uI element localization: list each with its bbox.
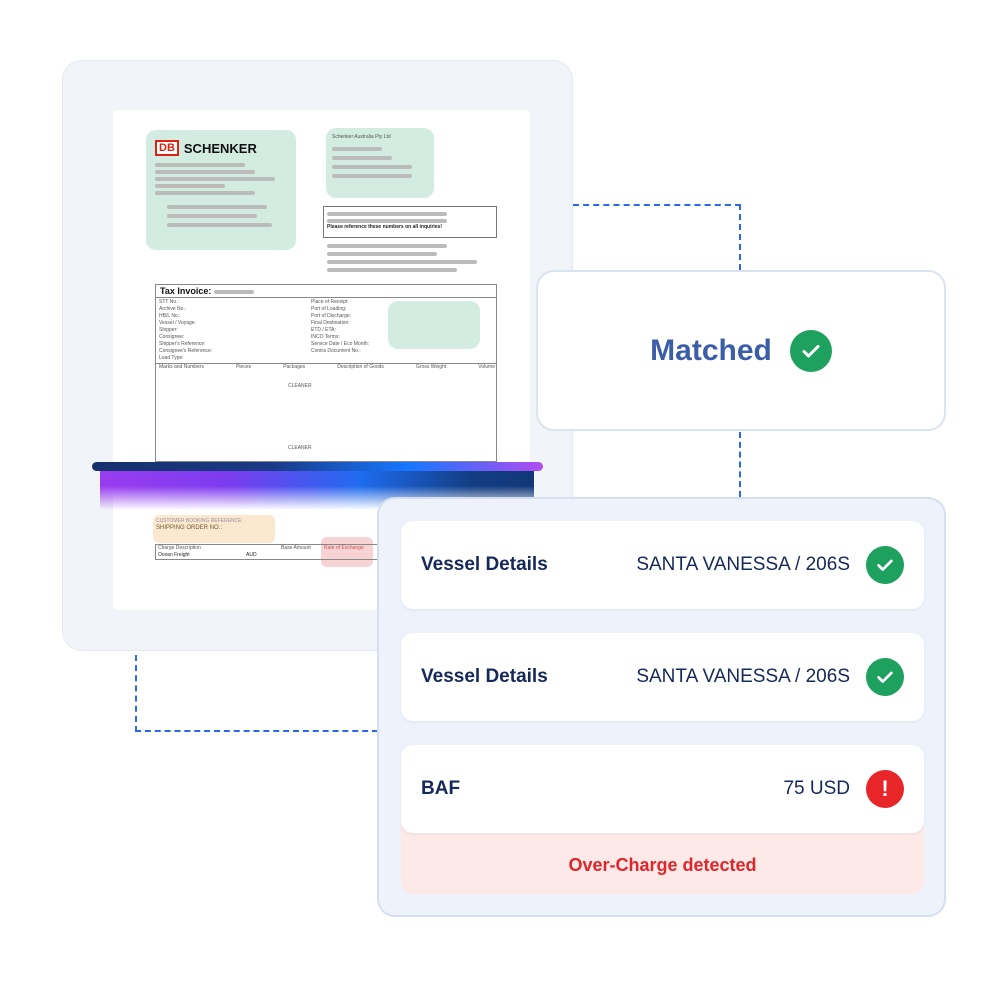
invoice-document: DB SCHENKER Schenker Australia Pty Ltd P… xyxy=(113,110,530,610)
db-logo: DB xyxy=(155,140,179,156)
field-label: Port of Discharge: xyxy=(311,313,352,319)
column-header: Charge Description xyxy=(158,545,201,551)
field-label: Consignee: xyxy=(159,334,185,340)
column-header: Pieces xyxy=(236,364,252,370)
column-header: Description of Goods xyxy=(337,364,384,370)
field-label: Shipper: xyxy=(159,327,178,333)
field-label: Load Type: xyxy=(159,355,184,361)
field-label: Archive No.: xyxy=(159,306,187,312)
reference-notice: Please reference these numbers on all in… xyxy=(327,224,443,230)
validation-results-panel: Vessel Details SANTA VANESSA / 206S Vess… xyxy=(377,497,946,917)
shipping-order: SHIPPING ORDER NO.: xyxy=(156,525,223,531)
column-header: Base Amount xyxy=(281,545,311,551)
invoice-ref-box: Please reference these numbers on all in… xyxy=(323,206,497,238)
column-header: Marks and Numbers xyxy=(159,364,205,370)
result-row-vessel-details: Vessel Details SANTA VANESSA / 206S xyxy=(401,633,924,721)
charge-table: Charge Description Base Amount Rate of E… xyxy=(155,544,415,560)
match-status-card: Matched xyxy=(536,270,946,431)
scan-bar xyxy=(92,462,543,471)
booking-reference: CUSTOMER BOOKING REFERENCE: xyxy=(156,518,243,524)
field-label: HB/L No.: xyxy=(159,313,181,319)
result-label: Vessel Details xyxy=(421,554,548,575)
tax-invoice-table: Tax Invoice: STT No.: Archive No.: HB/L … xyxy=(155,284,497,462)
sender-company: Schenker Australia Pty Ltd xyxy=(332,134,391,140)
connector-line xyxy=(739,432,741,497)
charge-description: Ocean Freight xyxy=(158,552,190,558)
alert-text: Over-Charge detected xyxy=(568,855,757,875)
result-value: SANTA VANESSA / 206S xyxy=(636,666,850,687)
exchange-rate-highlight xyxy=(321,537,373,567)
brand-name: SCHENKER xyxy=(183,140,257,156)
result-value: 75 USD xyxy=(783,778,850,799)
connector-line xyxy=(135,655,137,732)
field-label: STT No.: xyxy=(159,299,179,305)
check-circle-icon xyxy=(866,546,904,584)
column-header: Volume xyxy=(478,364,495,370)
goods-description: CLEANER xyxy=(288,383,312,389)
field-label: Consignee's Reference: xyxy=(159,348,213,354)
field-label: Service Date / Eco Month: xyxy=(311,341,370,347)
field-label: INCO Terms: xyxy=(311,334,340,340)
field-label: Contra Document No.: xyxy=(311,348,361,354)
field-label: Vessel / Voyage: xyxy=(159,320,196,326)
connector-line xyxy=(573,204,741,206)
field-label: Port of Loading: xyxy=(311,306,347,312)
exclamation-circle-icon: ! xyxy=(866,770,904,808)
result-row-baf: BAF 75 USD ! xyxy=(401,745,924,833)
result-label: Vessel Details xyxy=(421,666,548,687)
check-circle-icon xyxy=(789,329,832,372)
field-label: ETD / ETA: xyxy=(311,327,336,333)
check-circle-icon xyxy=(866,658,904,696)
result-value: SANTA VANESSA / 206S xyxy=(636,554,850,575)
column-header: Rate of Exchange xyxy=(324,545,364,551)
connector-line xyxy=(135,730,378,732)
goods-description: CLEANER xyxy=(288,445,312,451)
field-label: Place of Receipt: xyxy=(311,299,349,305)
result-label: BAF xyxy=(421,778,461,799)
field-label: Shipper's Reference: xyxy=(159,341,206,347)
brand-box: DB SCHENKER xyxy=(146,130,296,250)
column-header: Packages xyxy=(283,364,306,370)
result-row-vessel-details: Vessel Details SANTA VANESSA / 206S xyxy=(401,521,924,609)
booking-ref-box: CUSTOMER BOOKING REFERENCE: SHIPPING ORD… xyxy=(153,515,275,543)
charge-currency: AUD xyxy=(246,552,257,558)
tax-invoice-label: Tax Invoice: xyxy=(160,286,212,296)
sender-box: Schenker Australia Pty Ltd xyxy=(326,128,434,198)
match-status-label: Matched xyxy=(650,333,772,367)
column-header: Gross Weight xyxy=(416,364,447,370)
field-label: Final Destination: xyxy=(311,320,350,326)
connector-line xyxy=(739,204,741,270)
